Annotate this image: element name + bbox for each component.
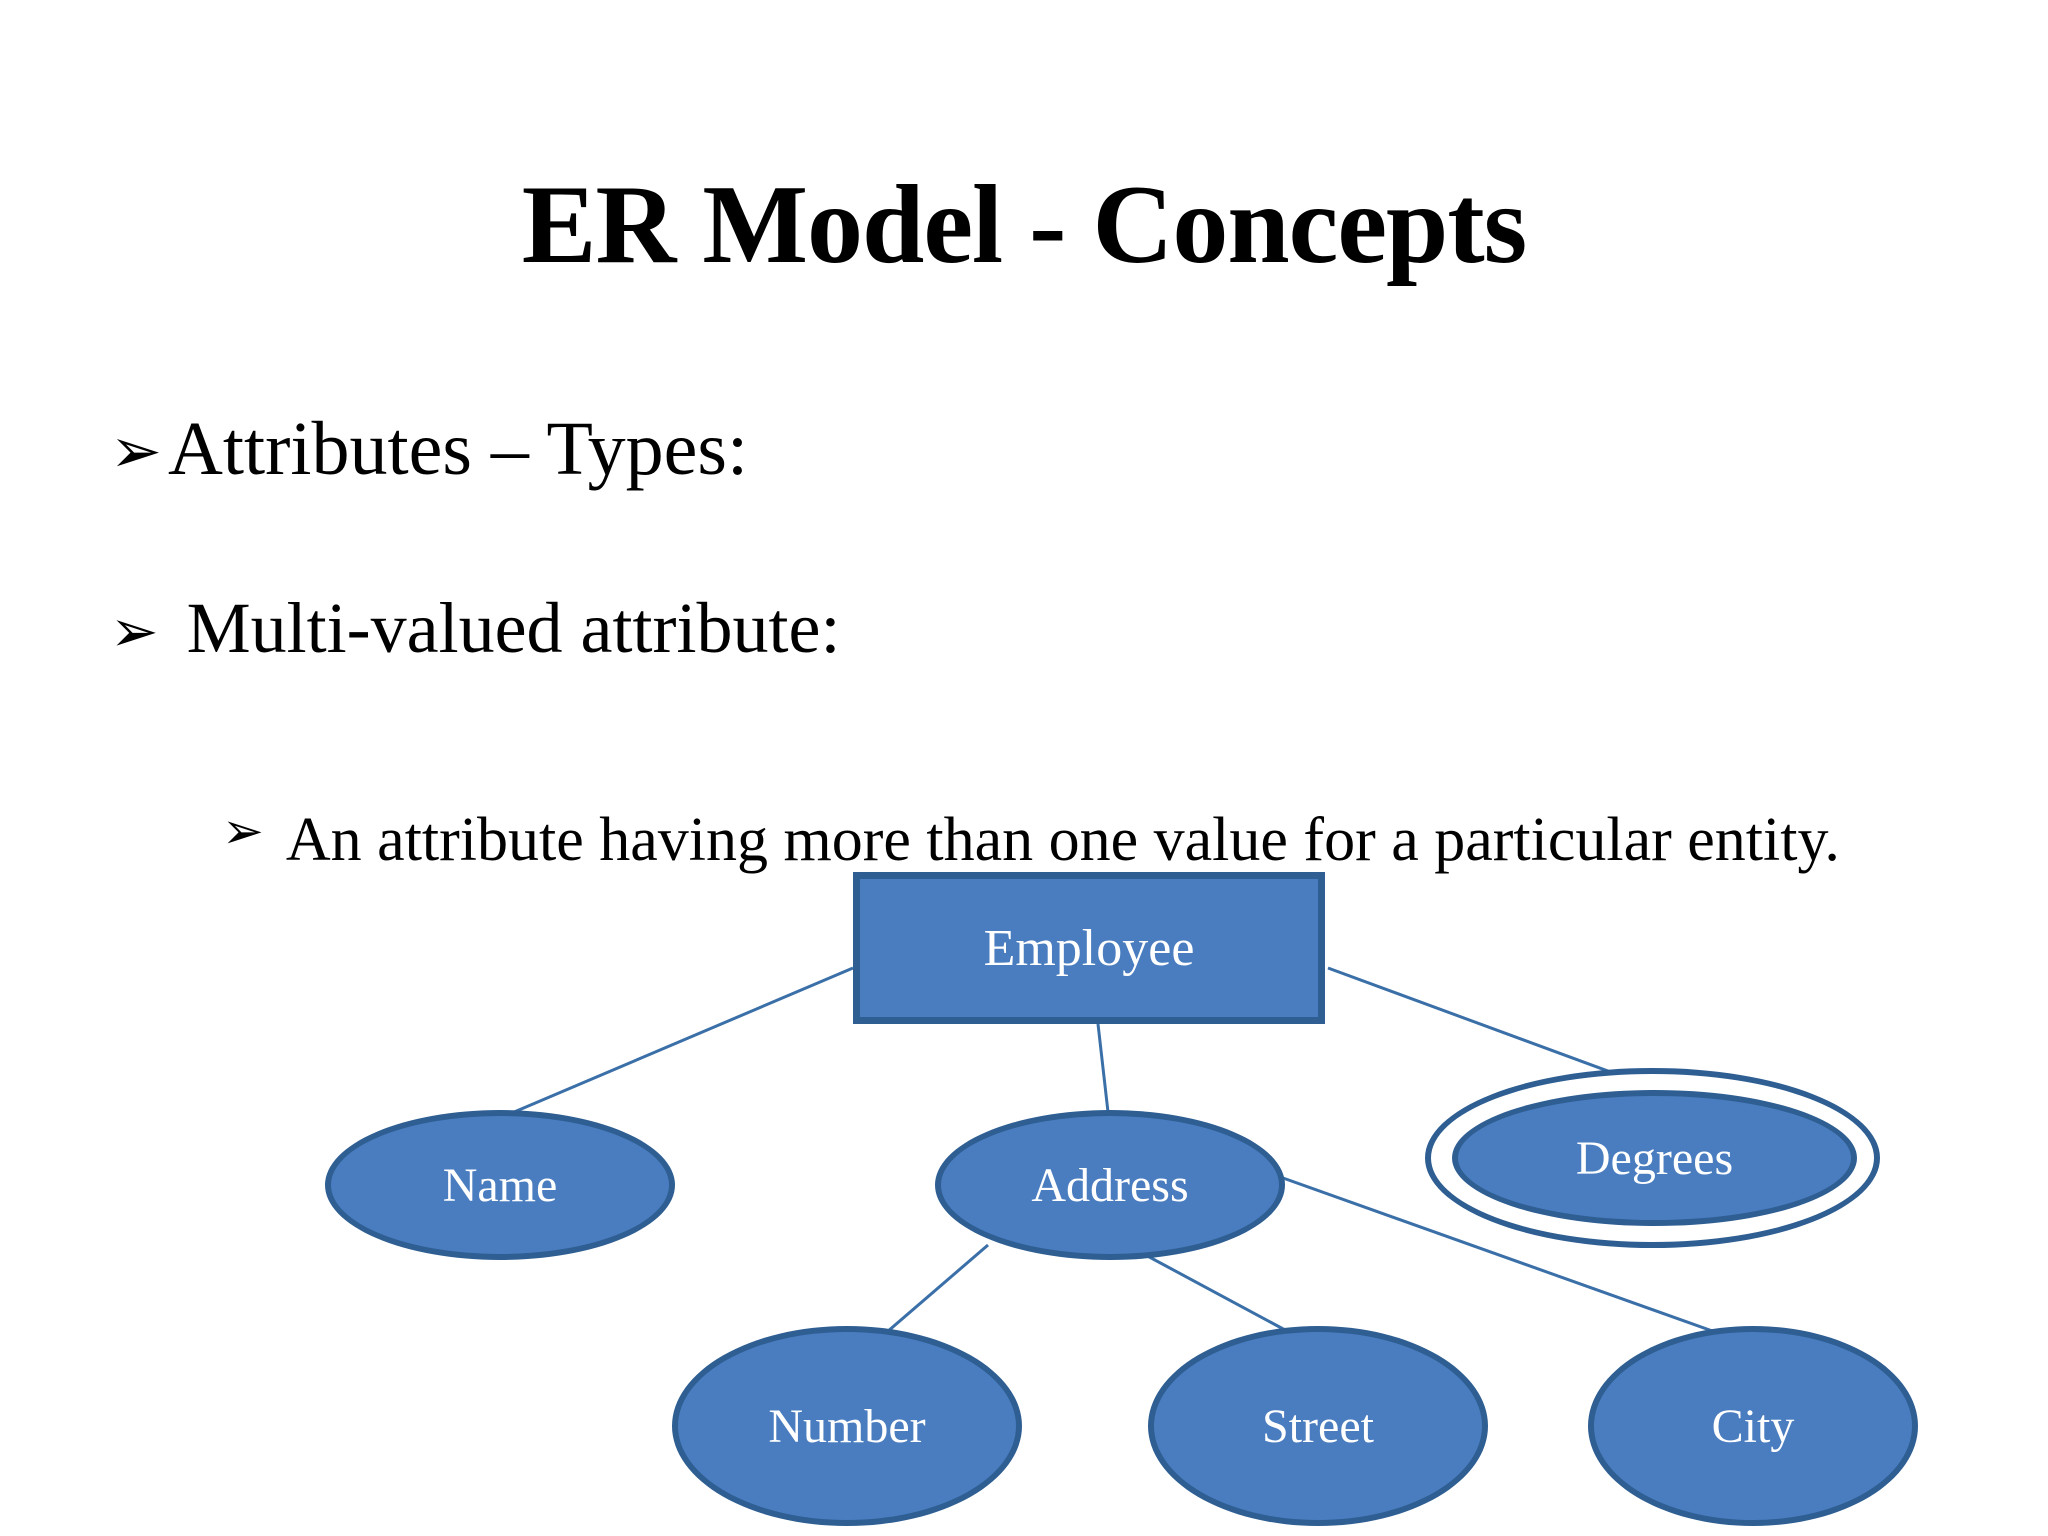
er-node-name[interactable]: Name: [325, 1110, 675, 1260]
bullet-level-1: ➢ Attributes – Types:: [110, 408, 748, 490]
er-node-city-label: City: [1711, 1399, 1795, 1453]
er-node-degrees-label: Degrees: [1575, 1131, 1734, 1185]
edge-employee-address: [1096, 1023, 1110, 1113]
edge-address-number: [879, 1243, 989, 1340]
edge-address-city: [1282, 1176, 1733, 1340]
arrow-bullet-icon: ➢: [222, 802, 264, 860]
bullet-level-1-text: Attributes – Types:: [167, 407, 749, 491]
bullet-level-3-text: An attribute having more than one value …: [285, 806, 1840, 874]
er-node-city[interactable]: City: [1588, 1326, 1918, 1526]
er-node-street[interactable]: Street: [1148, 1326, 1488, 1526]
er-node-name-label: Name: [442, 1158, 558, 1212]
edge-address-street: [1139, 1250, 1301, 1340]
bullet-level-2: ➢ Multi-valued attribute:: [110, 588, 841, 668]
er-node-number[interactable]: Number: [672, 1326, 1022, 1526]
edge-employee-name: [499, 966, 854, 1120]
er-node-degrees[interactable]: Degrees: [1452, 1090, 1857, 1226]
er-node-street-label: Street: [1262, 1399, 1374, 1453]
er-node-employee-label: Employee: [983, 919, 1195, 977]
er-node-address[interactable]: Address: [935, 1110, 1285, 1260]
er-node-number-label: Number: [768, 1399, 926, 1453]
page-title: ER Model - Concepts: [521, 163, 1527, 288]
bullet-level-2-text: Multi-valued attribute:: [186, 588, 841, 668]
er-node-employee[interactable]: Employee: [853, 872, 1325, 1024]
arrow-bullet-icon: ➢: [110, 597, 159, 665]
er-node-address-label: Address: [1031, 1158, 1189, 1212]
arrow-bullet-icon: ➢: [110, 414, 162, 487]
bullet-level-3: ➢ An attribute having more than one valu…: [222, 792, 2012, 888]
